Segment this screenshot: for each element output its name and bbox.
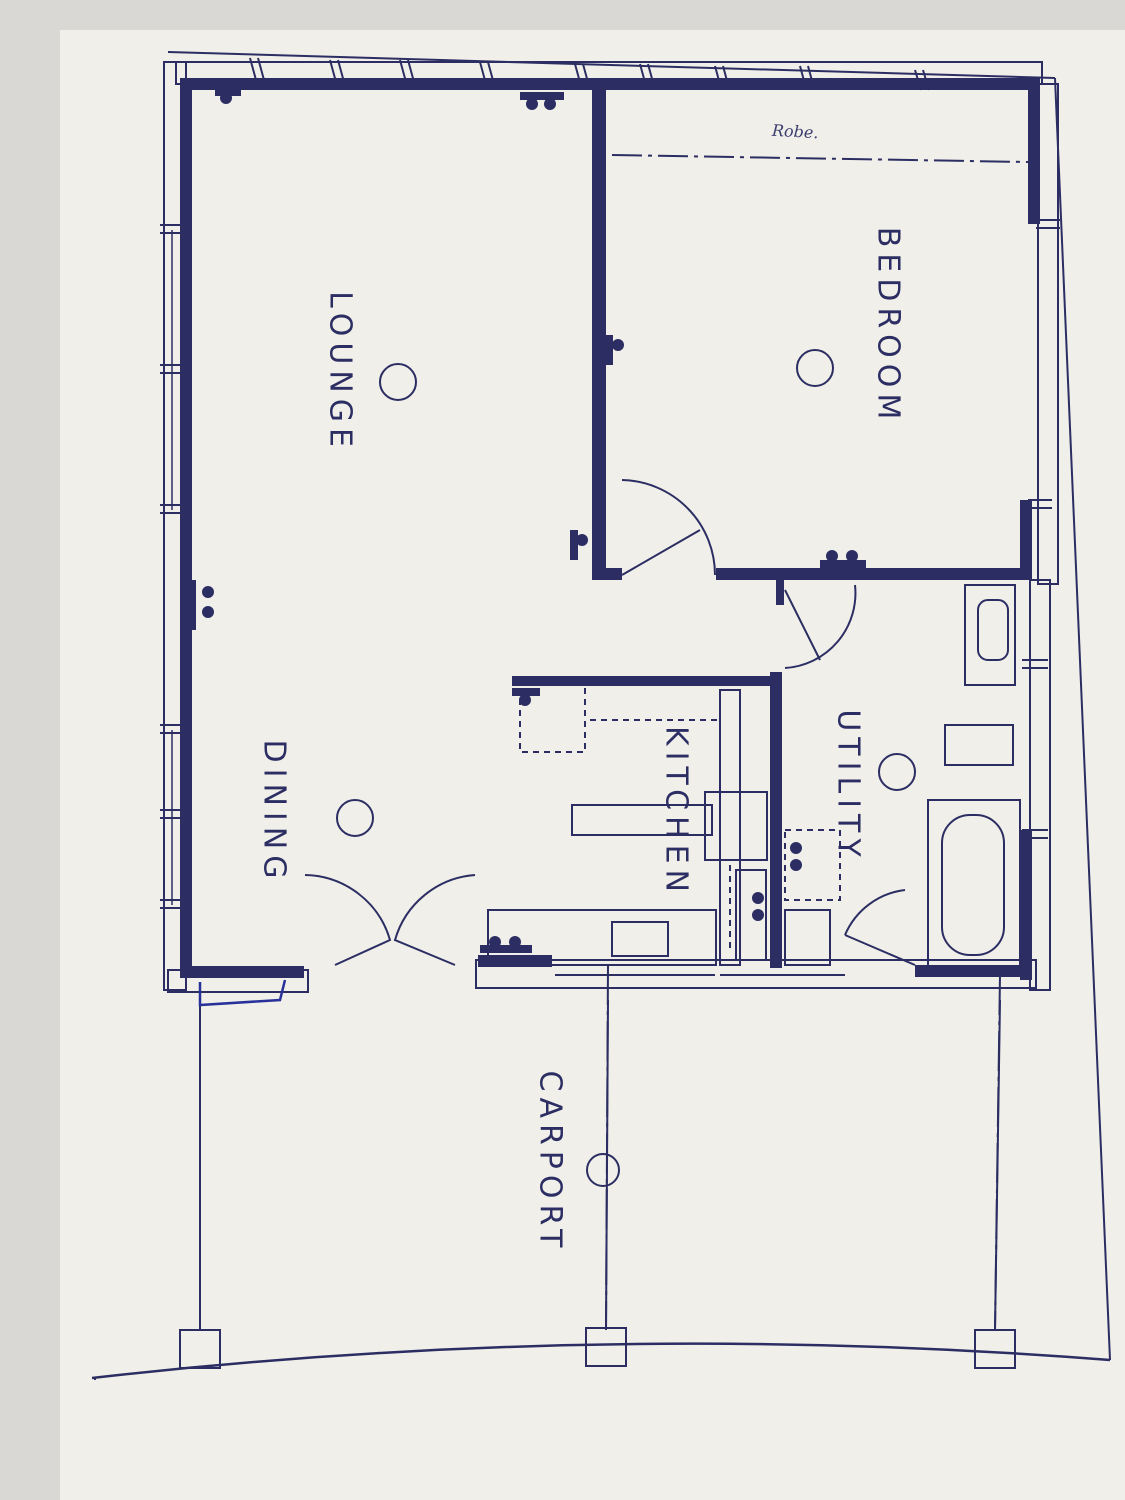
carport-front-edge	[91, 1342, 1111, 1380]
wall-bedroom-bottom	[716, 568, 1028, 580]
exterior-wall-bottom-right	[915, 965, 1030, 977]
room-label-utility: UTILITY	[830, 709, 866, 863]
wall-lounge-bedroom	[592, 84, 606, 580]
room-label-dining: DINING	[256, 739, 292, 885]
exterior-wall-bottom-left	[180, 966, 304, 978]
wall-utility-stub	[776, 575, 784, 605]
window-marks-top	[249, 57, 930, 91]
wall-kitchen-utility	[770, 672, 782, 968]
carport-posts-lines	[199, 964, 1001, 1331]
dining-door-left-swing	[304, 874, 392, 966]
robe-note: Robe.	[771, 120, 819, 143]
dining-door-right-swing	[393, 874, 476, 966]
utility-fixtures	[784, 584, 1021, 969]
room-label-bedroom: BEDROOM	[870, 226, 906, 426]
site-line-right	[1054, 77, 1111, 1361]
room-label-kitchen: KITCHEN	[658, 726, 694, 898]
utility-back-door-swing	[844, 889, 916, 966]
site-line-top	[167, 51, 1056, 79]
power-points	[188, 88, 866, 953]
window-marks-left	[160, 224, 190, 909]
exterior-wall-right-hatch	[1037, 83, 1059, 585]
window-marks-right	[1022, 219, 1060, 839]
utility-door-swing	[784, 584, 857, 669]
exterior-wall-left-thick	[180, 84, 192, 974]
robe-line	[611, 154, 1029, 163]
exterior-wall-bottom-hatch-left	[167, 969, 309, 993]
room-label-lounge: LOUNGE	[322, 291, 358, 453]
light-fittings	[336, 349, 916, 1187]
exterior-wall-right-lower	[1020, 500, 1032, 580]
wall-kitchen-top	[512, 676, 782, 686]
hand-drawn-wall-extension	[198, 979, 287, 1007]
kitchen-benches	[487, 689, 768, 966]
wall-return-lounge	[592, 568, 622, 580]
exterior-wall-top-thick	[180, 78, 1040, 90]
exterior-wall-right-hatch-2	[1029, 579, 1051, 991]
room-label-carport: CARPORT	[532, 1070, 568, 1254]
bedroom-door-swing	[621, 479, 716, 576]
